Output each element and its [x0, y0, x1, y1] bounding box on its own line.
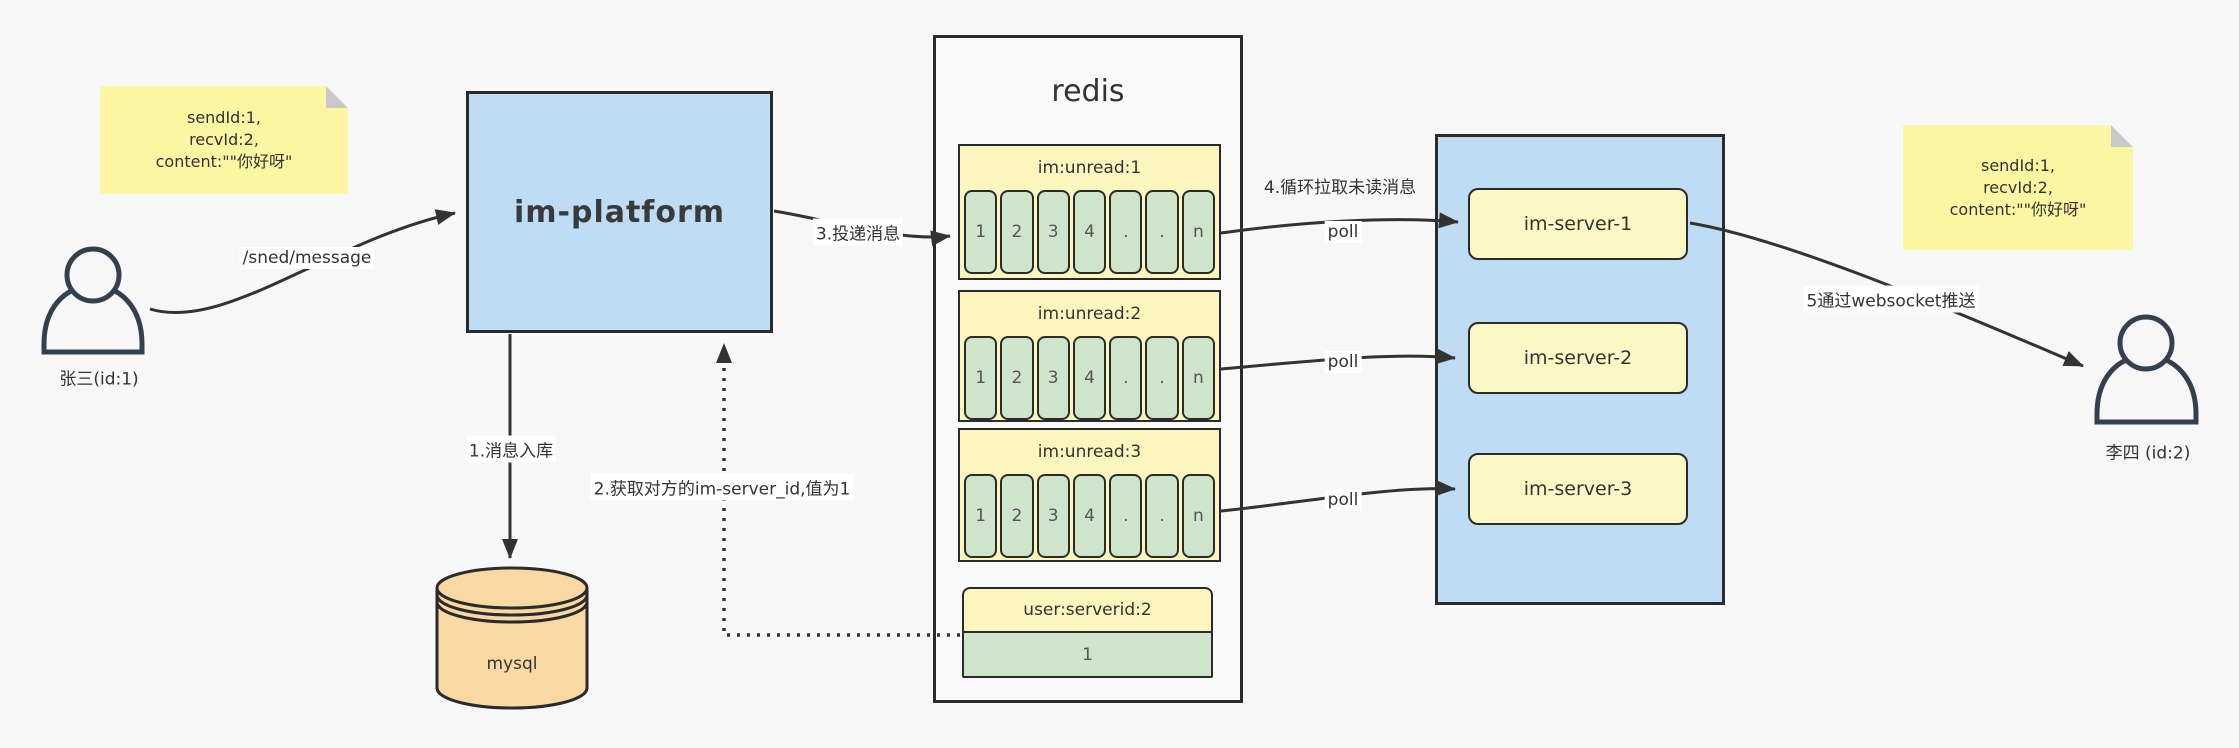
queue-cell: .	[1145, 190, 1179, 274]
queue-cell: 3	[1036, 474, 1070, 558]
node-im-platform: im-platform	[466, 91, 773, 333]
queue-header: im:unread:3	[1037, 442, 1142, 462]
queue-cell: 4	[1072, 190, 1107, 274]
redis-title: redis	[1051, 74, 1125, 109]
queue-cell: 2	[1000, 474, 1034, 558]
queue-header: im:unread:1	[1037, 158, 1142, 178]
queue-cell: 1	[964, 474, 998, 558]
note-line: sendId:1,	[186, 108, 261, 127]
note-line: content:""你好呀"	[1949, 199, 2087, 219]
kv-header: user:serverid:2	[964, 589, 1211, 633]
queue-cell: .	[1145, 474, 1179, 558]
edge-label-step3: 3.投递消息	[812, 218, 904, 246]
edge-label-send: /sned/message	[239, 247, 375, 269]
edge-label-step2: 2.获取对方的im-server_id,值为1	[590, 473, 854, 501]
queue-cell: 2	[1000, 190, 1034, 274]
note-line: recvId:2,	[1983, 177, 2053, 197]
queue-cell: .	[1109, 190, 1143, 274]
queue-cell: 4	[1072, 474, 1107, 558]
queue-header: im:unread:2	[1037, 304, 1142, 324]
edge-label-step1: 1.消息入库	[465, 435, 557, 463]
mysql-cylinder	[435, 566, 589, 710]
queue-cell: 4	[1072, 336, 1107, 420]
queue-cells: 1 2 3 4 . . n	[960, 336, 1219, 420]
queue-cell: 3	[1036, 336, 1070, 420]
kv-value: 1	[964, 633, 1211, 676]
edge-label-poll-3: poll	[1324, 489, 1362, 511]
kv-user-serverid: user:serverid:2 1	[962, 587, 1213, 678]
sticky-note-left: sendId:1, recvId:2, content:""你好呀"	[100, 86, 348, 194]
note-fold-icon	[326, 86, 348, 108]
node-im-server-1: im-server-1	[1468, 188, 1688, 260]
queue-im-unread-1: im:unread:1 1 2 3 4 . . n	[958, 144, 1221, 280]
queue-cells: 1 2 3 4 . . n	[960, 190, 1219, 274]
node-im-server-2: im-server-2	[1468, 322, 1688, 394]
person-sender-icon	[41, 246, 145, 355]
edge-label-step4: 4.循环拉取未读消息	[1263, 178, 1417, 198]
note-line: recvId:2,	[189, 130, 259, 149]
queue-cell: .	[1145, 336, 1179, 420]
queue-im-unread-3: im:unread:3 1 2 3 4 . . n	[958, 428, 1221, 562]
queue-im-unread-2: im:unread:2 1 2 3 4 . . n	[958, 290, 1221, 422]
im-platform-label: im-platform	[513, 194, 726, 230]
person-receiver-icon	[2094, 314, 2199, 425]
sticky-note-right: sendId:1, recvId:2, content:""你好呀"	[1903, 125, 2133, 250]
edge-label-poll-1: poll	[1324, 221, 1362, 243]
sender-name-label: 张三(id:1)	[59, 369, 139, 390]
queue-cell: n	[1181, 190, 1215, 274]
receiver-name-label: 李四 (id:2)	[2105, 443, 2191, 464]
queue-cell: .	[1109, 474, 1143, 558]
queue-cell: 1	[964, 336, 998, 420]
note-line: sendId:1,	[1980, 155, 2055, 175]
edge-label-poll-2: poll	[1324, 351, 1362, 373]
note-line: content:""你好呀"	[155, 152, 293, 171]
queue-cells: 1 2 3 4 . . n	[960, 474, 1219, 558]
mysql-label: mysql	[486, 654, 538, 674]
queue-cell: n	[1181, 474, 1215, 558]
edge-label-step5: 5通过websocket推送	[1803, 285, 1979, 313]
queue-cell: 3	[1036, 190, 1070, 274]
queue-cell: 1	[964, 190, 998, 274]
node-im-server-3: im-server-3	[1468, 453, 1688, 525]
note-fold-icon	[2111, 125, 2133, 147]
queue-cell: .	[1109, 336, 1143, 420]
queue-cell: n	[1181, 336, 1215, 420]
queue-cell: 2	[1000, 336, 1034, 420]
